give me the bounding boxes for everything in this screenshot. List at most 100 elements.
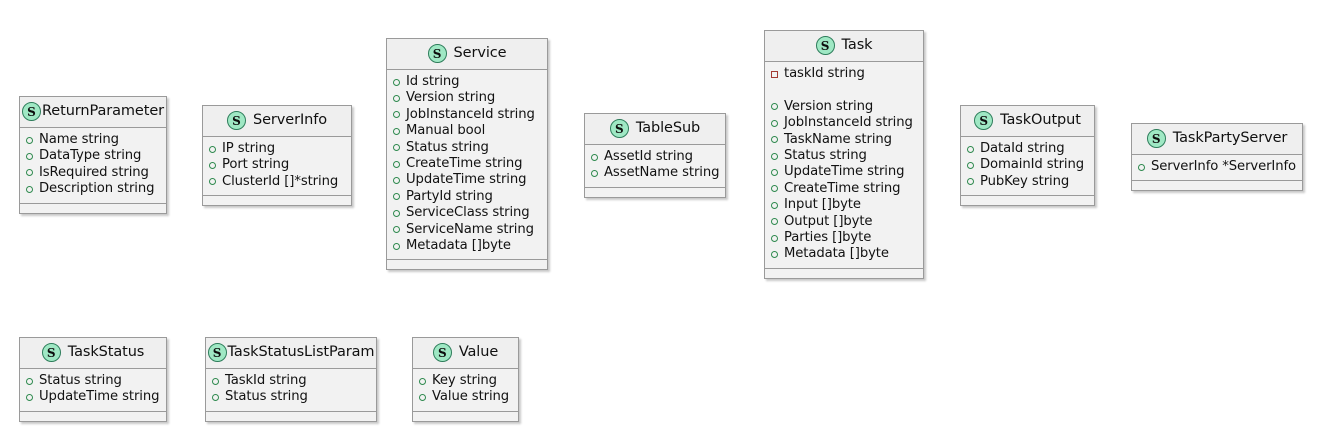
class-methods-task-party-server <box>1132 181 1302 191</box>
field-row: AssetId string <box>591 149 721 165</box>
field-label: UpdateTime string <box>406 172 527 188</box>
class-methods-task-status-list-param <box>206 411 376 421</box>
field-label: UpdateTime string <box>39 389 160 405</box>
field-label: PubKey string <box>980 173 1070 189</box>
field-row: TaskId string <box>212 373 372 389</box>
field-label: Name string <box>39 132 119 147</box>
public-field-icon <box>771 201 778 209</box>
field-row: Name string <box>26 132 162 148</box>
field-row: taskId string <box>771 66 919 82</box>
public-field-icon <box>26 153 33 161</box>
class-methods-task <box>765 268 923 278</box>
field-label: IP string <box>222 141 275 156</box>
public-field-icon <box>393 226 400 234</box>
field-row: DataType string <box>26 148 162 164</box>
field-row: UpdateTime string <box>771 164 919 180</box>
struct-icon: S <box>41 343 61 362</box>
private-field-icon <box>771 70 778 78</box>
field-label: Status string <box>406 139 489 155</box>
public-field-icon <box>591 170 598 178</box>
struct-icon: S <box>207 343 227 362</box>
class-name-table-sub: TableSub <box>635 119 701 136</box>
field-row: Status string <box>212 389 372 405</box>
field-row: Metadata []byte <box>771 246 919 262</box>
class-name-task-status-list-param: TaskStatusListParam <box>227 343 375 360</box>
field-row: ServerInfo *ServerInfo <box>1138 159 1298 175</box>
field-label: Status string <box>39 373 122 388</box>
field-label: TaskName string <box>784 131 892 147</box>
public-field-icon <box>393 177 400 185</box>
public-field-icon <box>26 394 33 402</box>
field-row: AssetName string <box>591 165 721 181</box>
field-row: ServiceName string <box>393 222 543 238</box>
public-field-icon <box>771 136 778 144</box>
public-field-icon <box>419 377 426 385</box>
public-field-icon <box>771 234 778 242</box>
struct-icon: S <box>974 111 994 130</box>
field-row: Value string <box>419 389 514 405</box>
public-field-icon <box>967 145 974 153</box>
public-field-icon <box>209 145 216 153</box>
field-label: taskId string <box>784 66 865 81</box>
field-row: Status string <box>393 140 543 156</box>
class-methods-service <box>387 260 547 270</box>
field-row: Description string <box>26 181 162 197</box>
public-field-icon <box>212 377 219 385</box>
struct-icon: S <box>815 36 835 55</box>
field-label: Port string <box>222 157 290 173</box>
class-name-task: Task <box>841 36 873 53</box>
class-methods-task-status <box>20 411 166 421</box>
public-field-icon <box>771 103 778 111</box>
public-field-icon <box>393 160 400 168</box>
public-field-icon <box>393 78 400 86</box>
struct-icon: S <box>21 102 41 121</box>
field-row: CreateTime string <box>393 156 543 172</box>
class-methods-table-sub <box>585 187 725 197</box>
class-name-return-parameter: ReturnParameter <box>41 102 165 119</box>
field-row: Version string <box>771 99 919 115</box>
field-label: Status string <box>225 389 308 405</box>
field-label: ServiceClass string <box>406 205 530 221</box>
public-field-icon <box>393 242 400 250</box>
public-field-icon <box>967 162 974 170</box>
public-field-icon <box>212 394 219 402</box>
public-field-icon <box>26 169 33 177</box>
field-label: Version string <box>784 98 874 114</box>
field-row: Id string <box>393 74 543 90</box>
field-row: ServiceClass string <box>393 205 543 221</box>
class-name-service: Service <box>453 44 507 61</box>
field-row: Parties []byte <box>771 230 919 246</box>
class-methods-server-info <box>203 196 351 206</box>
field-label: Metadata []byte <box>406 237 511 253</box>
field-row: JobInstanceId string <box>771 115 919 131</box>
class-name-task-status: TaskStatus <box>67 343 145 360</box>
public-field-icon <box>771 152 778 160</box>
field-label: PartyId string <box>406 188 493 204</box>
public-field-icon <box>393 95 400 103</box>
field-label: Parties []byte <box>784 229 872 245</box>
field-label: UpdateTime string <box>784 164 905 180</box>
field-row: Metadata []byte <box>393 238 543 254</box>
field-label: Metadata []byte <box>784 246 889 262</box>
public-field-icon <box>771 218 778 226</box>
